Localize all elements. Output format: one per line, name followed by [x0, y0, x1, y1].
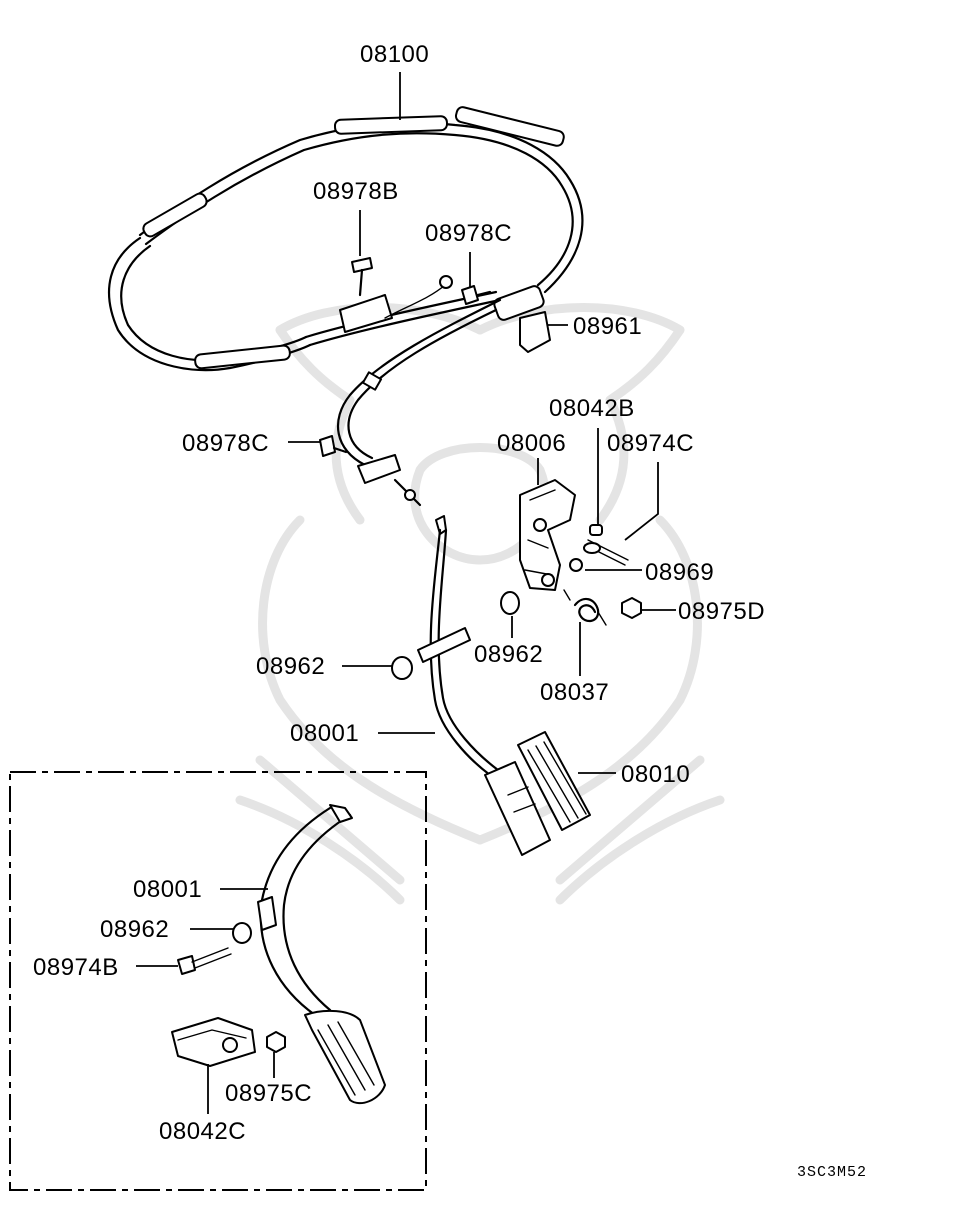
diagram-code: 3SC3M52 [797, 1164, 868, 1181]
pedal-arm [391, 515, 591, 856]
part-label-08962-left[interactable]: 08962 [256, 653, 326, 680]
part-label-08974C[interactable]: 08974C [607, 430, 695, 457]
part-label-08978C-top[interactable]: 08978C [425, 220, 513, 247]
part-label-08975C[interactable]: 08975C [225, 1080, 313, 1107]
watermark-emblem [235, 303, 725, 905]
part-label-08974B[interactable]: 08974B [33, 954, 119, 981]
part-label-08042B[interactable]: 08042B [549, 395, 635, 422]
inset-frame [9, 771, 427, 1191]
part-label-08001-inset[interactable]: 08001 [133, 876, 203, 903]
inset-pedal-arm [171, 804, 386, 1105]
part-label-08006[interactable]: 08006 [497, 430, 567, 457]
part-label-08978B[interactable]: 08978B [313, 178, 399, 205]
accelerator-cable [107, 106, 584, 507]
part-label-08961[interactable]: 08961 [573, 313, 643, 340]
part-label-08042C[interactable]: 08042C [159, 1118, 247, 1145]
pedal-bracket-assembly [500, 479, 642, 626]
part-label-08962-mid[interactable]: 08962 [474, 641, 544, 668]
part-label-08975D[interactable]: 08975D [678, 598, 766, 625]
leader-lines [136, 72, 676, 1114]
part-label-08969[interactable]: 08969 [645, 559, 715, 586]
part-label-08962-inset[interactable]: 08962 [100, 916, 170, 943]
part-label-08010[interactable]: 08010 [621, 761, 691, 788]
part-label-08037[interactable]: 08037 [540, 679, 610, 706]
part-label-08100[interactable]: 08100 [360, 41, 430, 68]
part-label-08978C-left[interactable]: 08978C [182, 430, 270, 457]
part-label-08001-main[interactable]: 08001 [290, 720, 360, 747]
